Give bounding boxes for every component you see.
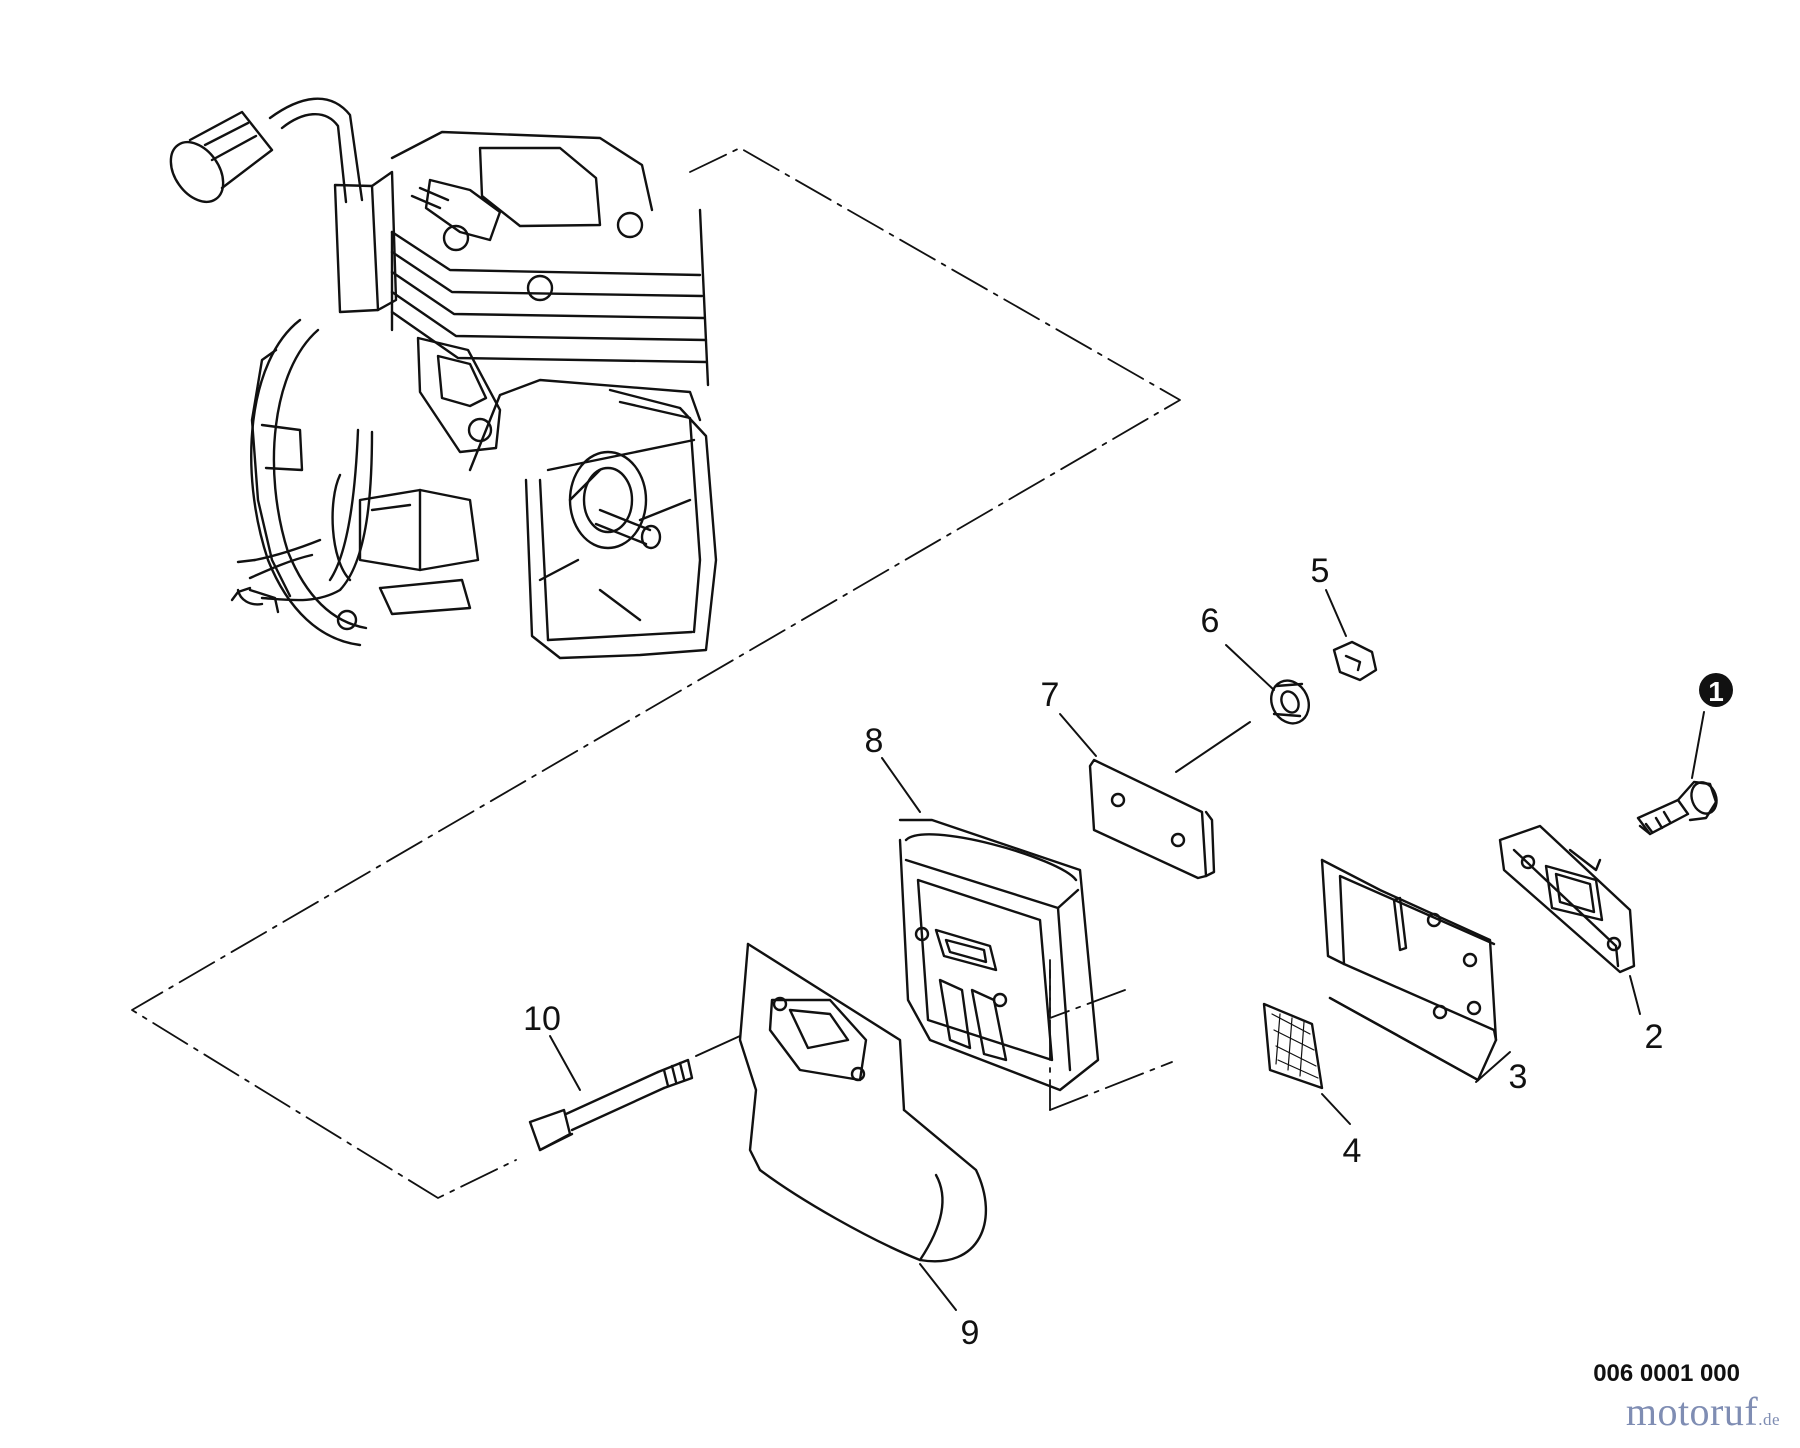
muffler-shield (738, 942, 988, 1263)
long-bolt (528, 1058, 694, 1152)
cylinder (390, 130, 710, 454)
crankcase (468, 378, 718, 660)
watermark-logo: motoruf.de (1626, 1388, 1780, 1435)
spark-screen (1262, 1002, 1324, 1090)
callout-10: 10 (523, 1000, 561, 1038)
bolt (1636, 780, 1718, 836)
spark-plug-boot (169, 97, 364, 204)
callout-6: 6 (1201, 602, 1220, 640)
assembly-boundary (131, 147, 1181, 1199)
plate (1088, 758, 1216, 880)
leader-lines (549, 589, 1705, 1311)
watermark-suffix: .de (1758, 1410, 1780, 1429)
muffler (898, 818, 1100, 1092)
engine-assembly (169, 97, 718, 660)
watermark-brand: motoruf (1625, 1389, 1759, 1434)
callout-4: 4 (1343, 1132, 1362, 1170)
callout-8: 8 (865, 722, 884, 760)
callout-7: 7 (1041, 676, 1060, 714)
flywheel-housing (230, 318, 368, 647)
heat-shield (1320, 858, 1498, 1082)
nut (1332, 640, 1378, 682)
callout-5: 5 (1311, 552, 1330, 590)
callout-2: 2 (1645, 1018, 1664, 1056)
document-number: 006 0001 000 (1593, 1360, 1740, 1387)
callout-1-badge (1699, 673, 1733, 707)
muffler-cover-plate (1498, 824, 1636, 974)
callout-3: 3 (1509, 1058, 1528, 1096)
callouts: 1 2 3 4 5 6 7 8 9 10 (523, 552, 1724, 1352)
washer (1270, 679, 1310, 725)
callout-9: 9 (961, 1314, 980, 1352)
callout-1: 1 (1708, 676, 1724, 707)
